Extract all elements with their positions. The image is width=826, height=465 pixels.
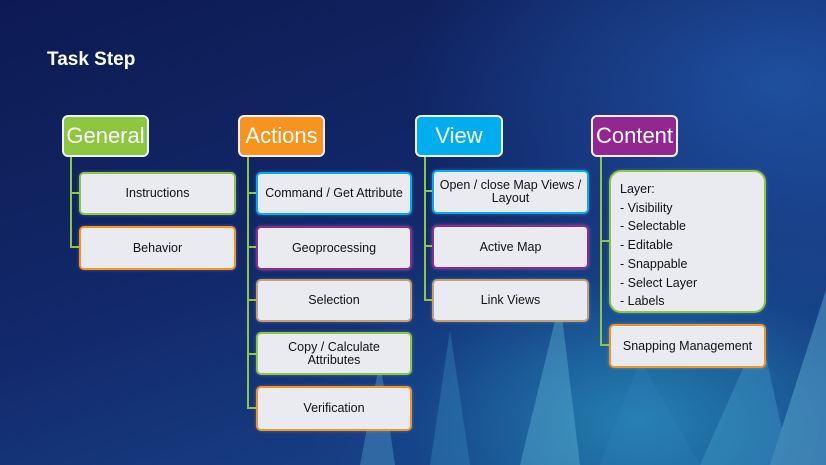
layer-item: - Labels: [620, 294, 665, 309]
header-content: Content: [591, 115, 678, 157]
box-link-views: Link Views: [432, 279, 589, 322]
box-snapping-management: Snapping Management: [609, 324, 766, 368]
connector: [247, 157, 249, 409]
box-open-close-map-views: Open / close Map Views / Layout: [432, 170, 589, 214]
connector: [70, 157, 72, 248]
box-behavior: Behavior: [79, 226, 236, 270]
connector: [424, 299, 434, 301]
connector: [424, 190, 434, 192]
slide-title: Task Step: [47, 49, 136, 70]
connector: [70, 192, 80, 194]
connector: [424, 245, 434, 247]
box-copy-calculate-attributes: Copy / Calculate Attributes: [256, 332, 412, 375]
connector: [247, 246, 257, 248]
box-instructions: Instructions: [79, 172, 236, 215]
layer-item: - Visibility: [620, 200, 673, 215]
layer-item: - Editable: [620, 238, 673, 253]
connector: [70, 246, 80, 248]
connector: [600, 157, 602, 346]
connector: [600, 344, 610, 346]
connector: [247, 353, 257, 355]
box-command-get-attribute: Command / Get Attribute: [256, 172, 412, 215]
box-geoprocessing: Geoprocessing: [256, 226, 412, 270]
layer-item: - Selectable: [620, 219, 687, 234]
header-actions: Actions: [238, 115, 325, 157]
layer-heading: Layer:: [620, 182, 655, 196]
layer-item: - Snappable: [620, 256, 688, 271]
connector: [247, 192, 257, 194]
layer-item: - Select Layer: [620, 275, 698, 290]
connector: [600, 240, 610, 242]
header-general: General: [62, 115, 149, 157]
box-verification: Verification: [256, 386, 412, 431]
box-layer-properties: Layer: - Visibility - Selectable - Edita…: [609, 170, 766, 313]
connector: [247, 407, 257, 409]
header-view: View: [415, 115, 503, 157]
box-active-map: Active Map: [432, 225, 589, 269]
connector: [424, 157, 426, 301]
connector: [247, 299, 257, 301]
box-selection: Selection: [256, 279, 412, 322]
